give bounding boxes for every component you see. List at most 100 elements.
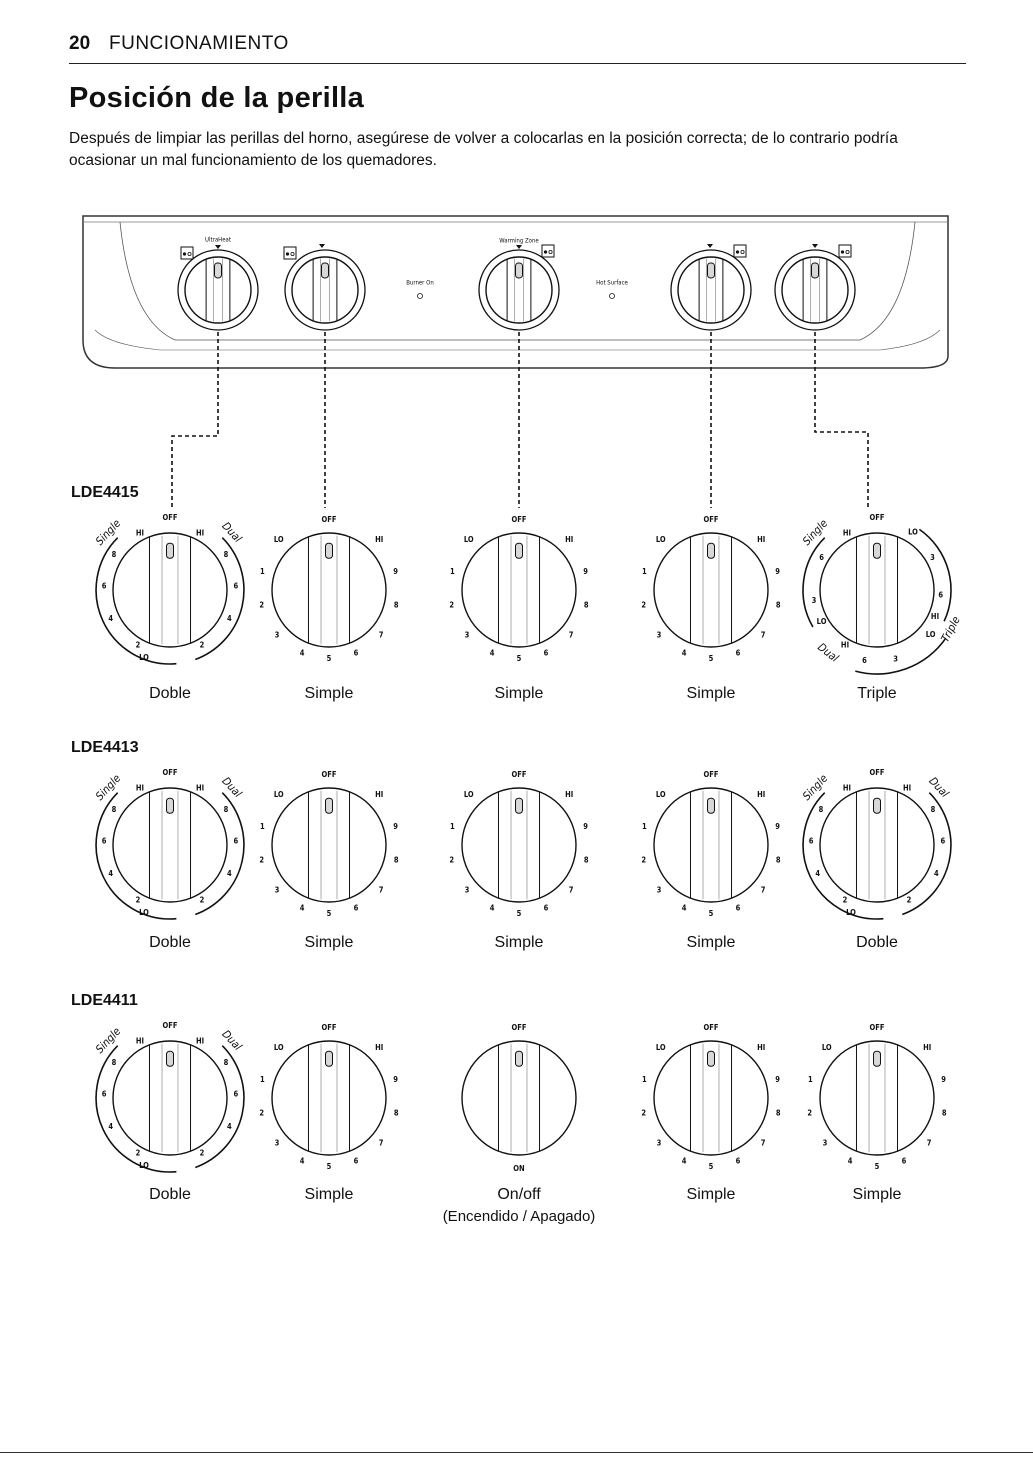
simple-knob-face bbox=[653, 1040, 769, 1156]
dual-range-arc bbox=[902, 792, 952, 916]
page-header: 20 FUNCIONAMIENTO bbox=[69, 33, 966, 64]
knob-caption: Simple bbox=[305, 685, 354, 702]
indicator-dot bbox=[285, 252, 290, 256]
panel-knob-5-knob-face bbox=[781, 256, 849, 324]
page-title: Posición de la perilla bbox=[69, 82, 365, 114]
knob-caption: Simple bbox=[687, 1186, 736, 1203]
model-name: LDE4411 bbox=[71, 992, 138, 1009]
dial-number: 9 bbox=[583, 822, 588, 831]
leader-line bbox=[171, 332, 219, 508]
indicator-dot bbox=[840, 250, 845, 254]
hi-label: HI bbox=[196, 528, 204, 537]
single-range-label: Single bbox=[93, 1025, 123, 1056]
hi-label: HI bbox=[757, 790, 765, 799]
lo-label: LO bbox=[822, 1043, 832, 1052]
simple-knob-face bbox=[271, 532, 387, 648]
dial-number: 5 bbox=[709, 1162, 714, 1171]
dial-number: 3 bbox=[812, 596, 817, 605]
dial-number: 3 bbox=[657, 1138, 662, 1147]
knob-caption: Doble bbox=[149, 934, 191, 951]
indicator-dot bbox=[548, 249, 553, 254]
single-range-arc bbox=[95, 792, 177, 920]
panel-knob-bezel bbox=[177, 249, 259, 331]
dial-number: 6 bbox=[809, 837, 814, 846]
pointer-triangle-icon bbox=[707, 244, 713, 248]
burner-indicator-icon bbox=[180, 246, 194, 260]
dial-number: 3 bbox=[823, 1138, 828, 1147]
lo-label: LO bbox=[274, 1043, 284, 1052]
burner-indicator-icon bbox=[838, 244, 852, 258]
hi-label: HI bbox=[923, 1043, 931, 1052]
panel-outline bbox=[82, 215, 949, 369]
dial-number: 5 bbox=[327, 1162, 332, 1171]
panel-knob-2-pointer-mark bbox=[321, 262, 329, 279]
dial-number: 4 bbox=[108, 614, 113, 623]
dial-number: 2 bbox=[807, 1109, 812, 1118]
on-label: ON bbox=[513, 1164, 525, 1173]
single-range-arc bbox=[802, 792, 884, 920]
dual-knob-face bbox=[112, 532, 228, 648]
intro-paragraph: Después de limpiar las perillas del horn… bbox=[69, 130, 898, 169]
indicator-dot bbox=[740, 249, 745, 254]
hi-label: HI bbox=[375, 1043, 383, 1052]
off-label: OFF bbox=[512, 1023, 527, 1032]
off-label: OFF bbox=[512, 770, 527, 779]
dial-number: 2 bbox=[843, 895, 848, 904]
dual-knob-face bbox=[112, 787, 228, 903]
simple-knob-face bbox=[271, 1040, 387, 1156]
knob-caption: Doble bbox=[149, 1186, 191, 1203]
lo-label: LO bbox=[139, 1161, 149, 1170]
page-number: 20 bbox=[69, 33, 91, 54]
panel-knob-4-pointer-mark bbox=[707, 262, 715, 279]
lo-label: LO bbox=[656, 1043, 666, 1052]
indicator-dot bbox=[182, 252, 187, 256]
panel-knob-3-pointer-mark bbox=[515, 262, 523, 279]
off-label: OFF bbox=[163, 1021, 178, 1030]
dial-number: 6 bbox=[102, 837, 107, 846]
panel-knob-bezel bbox=[284, 249, 366, 331]
dial-number: 4 bbox=[682, 649, 687, 658]
simple-pointer-mark bbox=[325, 1050, 333, 1067]
off-label: OFF bbox=[870, 1023, 885, 1032]
dial-number: 3 bbox=[465, 885, 470, 894]
indicator-box bbox=[733, 244, 747, 258]
dial-number: 1 bbox=[450, 567, 455, 576]
dial-number: 2 bbox=[641, 1109, 646, 1118]
dial-number: 8 bbox=[394, 601, 399, 610]
hi-label: HI bbox=[757, 535, 765, 544]
dial-number: 5 bbox=[327, 654, 332, 663]
off-label: OFF bbox=[322, 1023, 337, 1032]
dial-number: 4 bbox=[934, 869, 939, 878]
dial-number: 8 bbox=[224, 1058, 229, 1067]
indicator-dot bbox=[735, 250, 740, 254]
off-label: OFF bbox=[163, 513, 178, 522]
simple-pointer-mark bbox=[707, 542, 715, 559]
panel-knob-1-knob-face bbox=[184, 256, 252, 324]
lo-label: LO bbox=[139, 908, 149, 917]
knob-caption: Simple bbox=[853, 1186, 902, 1203]
dial-number: 9 bbox=[583, 567, 588, 576]
lo-label: LO bbox=[656, 535, 666, 544]
off-label: OFF bbox=[322, 515, 337, 524]
dial-number: 9 bbox=[393, 567, 398, 576]
dual-range-label: Dual bbox=[815, 641, 841, 665]
knob-caption: Doble bbox=[149, 685, 191, 702]
off-label: OFF bbox=[163, 768, 178, 777]
dual-range-arc bbox=[195, 792, 245, 916]
dial-number: 4 bbox=[300, 1157, 305, 1166]
off-label: OFF bbox=[870, 768, 885, 777]
dial-number: 2 bbox=[136, 640, 141, 649]
dial-number: 8 bbox=[394, 856, 399, 865]
dial-number: 1 bbox=[808, 1075, 813, 1084]
hi-label: HI bbox=[931, 612, 939, 621]
ultraheat-label: UltraHeat bbox=[205, 237, 231, 244]
dial-number: 1 bbox=[260, 1075, 265, 1084]
hi-label: HI bbox=[196, 1036, 204, 1045]
